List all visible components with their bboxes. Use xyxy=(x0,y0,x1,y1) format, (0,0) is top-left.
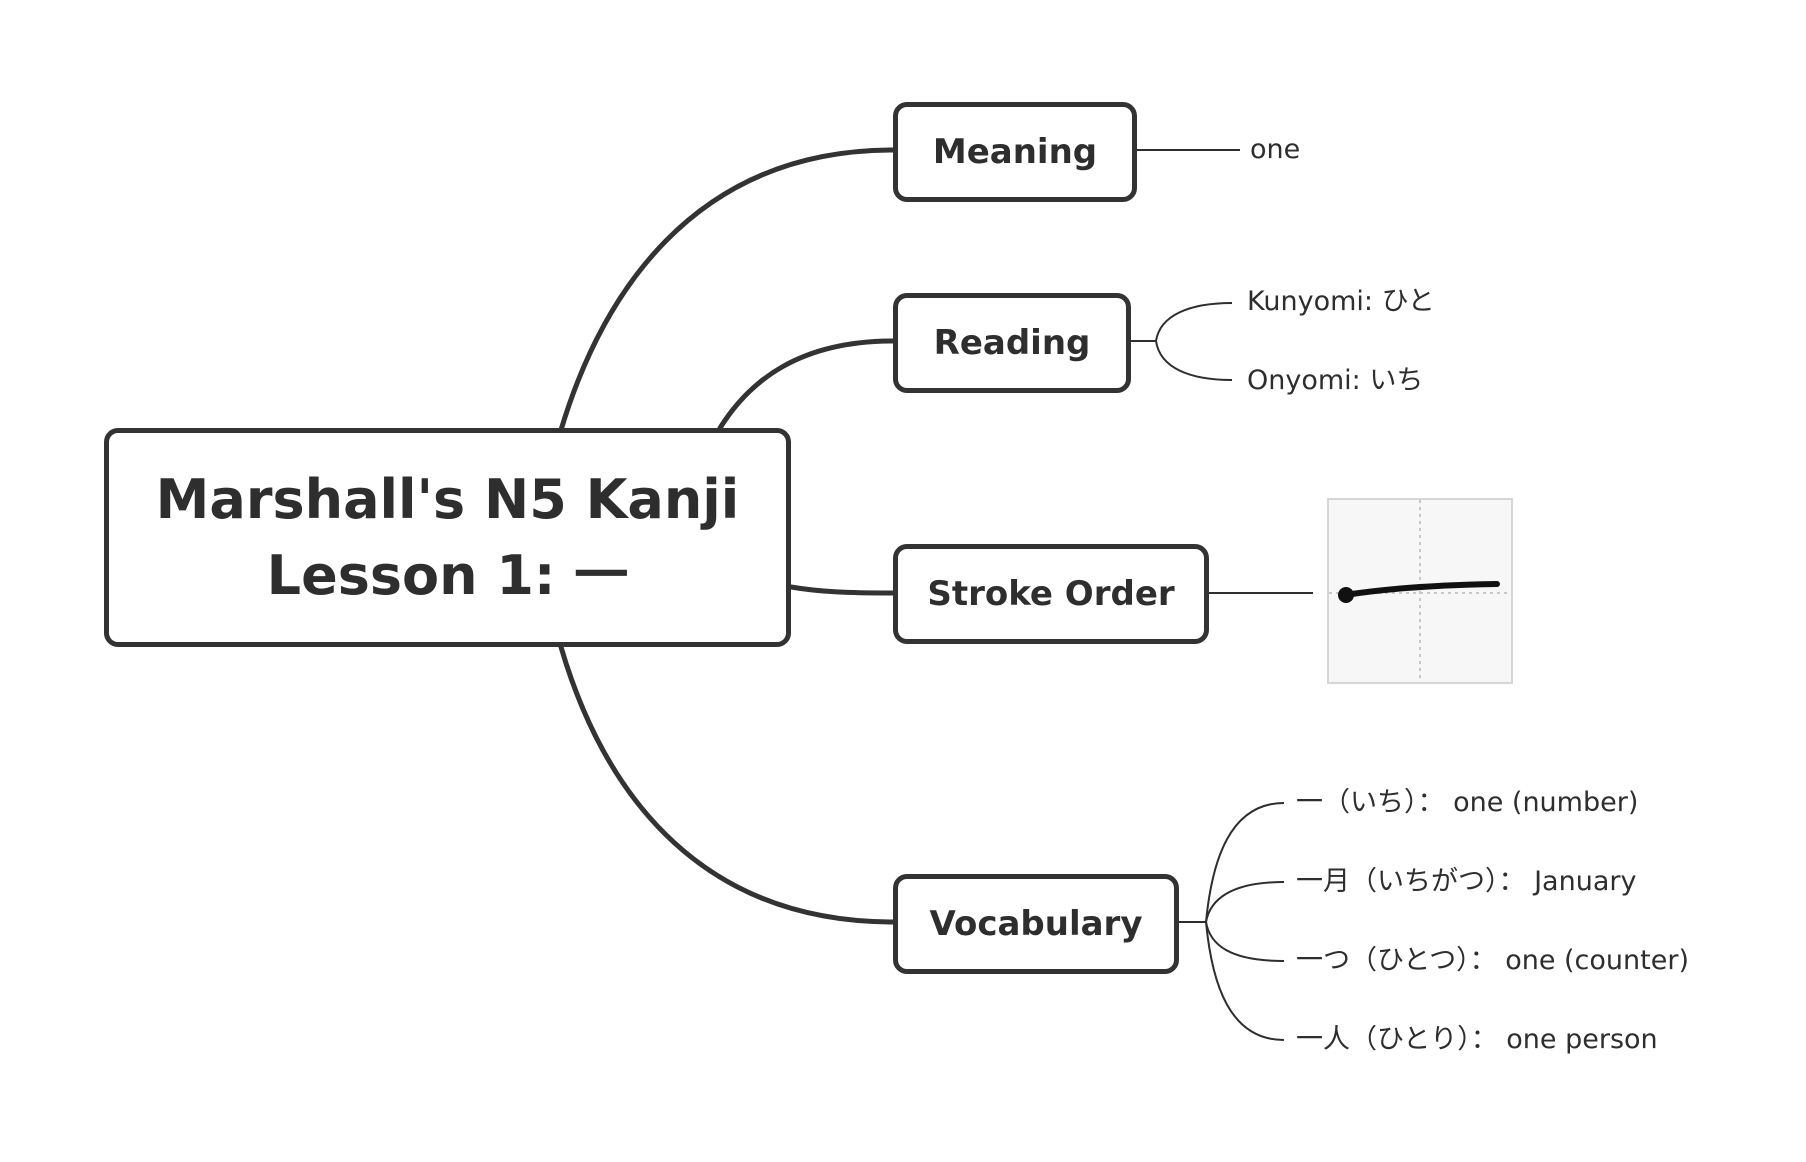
topic-reading[interactable]: Reading xyxy=(893,293,1131,393)
root-title-line2: Lesson 1: 一 xyxy=(266,543,629,607)
topic-meaning[interactable]: Meaning xyxy=(893,102,1137,202)
stroke-order-diagram xyxy=(1329,500,1511,682)
root-title-line1: Marshall's N5 Kanji xyxy=(155,467,740,531)
leaf-onyomi[interactable]: Onyomi: いち xyxy=(1247,365,1424,396)
leaf-line-vocab-1 xyxy=(1205,802,1285,923)
leaf-line-vocab-4 xyxy=(1205,921,1285,1041)
leaf-vocab-hitori[interactable]: 一人（ひとり）： one person xyxy=(1296,1024,1658,1055)
leaf-line-vocab-3 xyxy=(1205,921,1285,962)
branch-meaning xyxy=(558,147,896,433)
branch-vocabulary xyxy=(558,644,896,925)
root-topic[interactable]: Marshall's N5 Kanji Lesson 1: 一 xyxy=(104,428,791,647)
leaf-vocab-ichigatsu[interactable]: 一月（いちがつ）： January xyxy=(1296,866,1637,897)
leaf-line-onyomi xyxy=(1155,340,1233,381)
leaf-line-vocab-2 xyxy=(1205,881,1285,923)
topic-vocabulary-label: Vocabulary xyxy=(929,904,1143,944)
leaf-meaning-one[interactable]: one xyxy=(1250,134,1301,165)
branch-stroke-order xyxy=(788,584,896,596)
topic-meaning-label: Meaning xyxy=(932,132,1098,172)
topic-stroke-order[interactable]: Stroke Order xyxy=(893,544,1209,644)
stroke-order-image[interactable] xyxy=(1327,498,1513,684)
topic-vocabulary[interactable]: Vocabulary xyxy=(893,874,1179,974)
leaf-kunyomi[interactable]: Kunyomi: ひと xyxy=(1247,286,1435,317)
topic-reading-label: Reading xyxy=(933,323,1091,363)
leaf-line-kunyomi xyxy=(1155,302,1233,342)
leaf-vocab-ichi[interactable]: 一（いち）： one (number) xyxy=(1296,787,1639,818)
leaf-vocab-hitotsu[interactable]: 一つ（ひとつ）： one (counter) xyxy=(1296,945,1689,976)
branch-reading xyxy=(717,338,896,431)
topic-stroke-order-label: Stroke Order xyxy=(927,574,1175,614)
